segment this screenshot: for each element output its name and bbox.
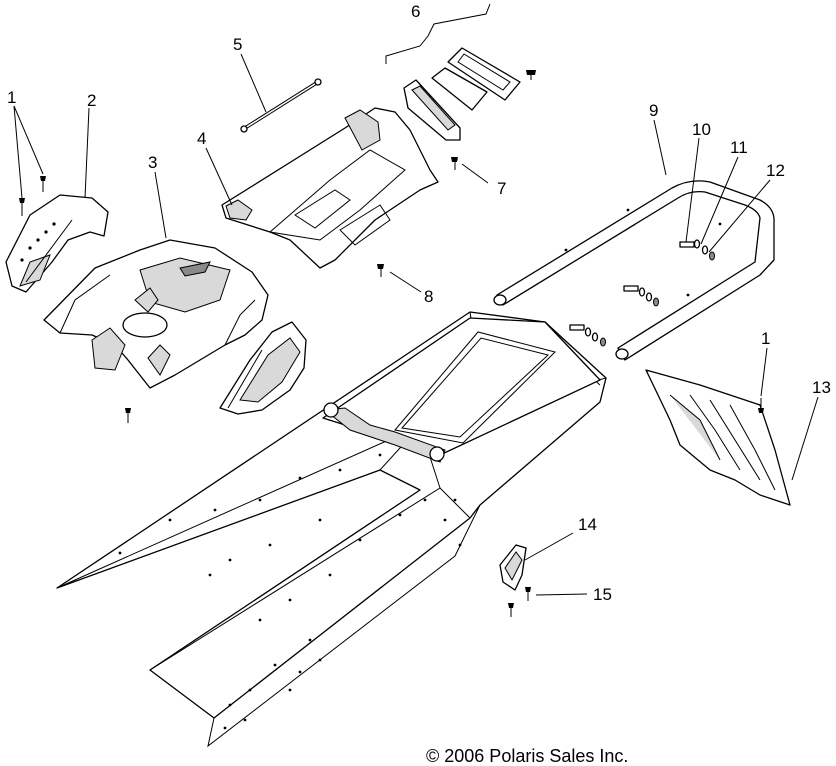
part-14-bracket — [499, 544, 527, 591]
part-7-fastener — [451, 157, 458, 170]
console-fastener — [125, 408, 131, 423]
bolt-washer-sets — [569, 239, 715, 347]
callout-9: 9 — [649, 101, 658, 120]
callout-13: 13 — [812, 378, 831, 397]
callout-1-left: 1 — [7, 88, 16, 107]
part-8-fastener — [377, 264, 384, 277]
callout-1-right: 1 — [761, 329, 770, 348]
copyright-notice: © 2006 Polaris Sales Inc. — [426, 746, 628, 766]
console-side-panel — [219, 321, 307, 415]
callout-4: 4 — [197, 129, 206, 148]
callout-14: 14 — [578, 515, 597, 534]
part-3-console — [43, 239, 269, 389]
callout-7: 7 — [497, 179, 506, 198]
part-13-snowflap — [645, 369, 791, 506]
leader-lines — [13, 3, 819, 596]
callout-5: 5 — [233, 35, 242, 54]
part-6-taillight-assembly — [403, 47, 536, 141]
part-5-gas-strut — [240, 78, 322, 133]
part-9-grab-bar — [493, 180, 775, 361]
part-2-cowl-panel — [5, 194, 109, 293]
callout-11: 11 — [730, 138, 748, 157]
callout-15: 15 — [593, 585, 612, 604]
callout-8: 8 — [424, 287, 433, 306]
part-1-rivets-left — [19, 176, 46, 216]
callout-10: 10 — [692, 120, 711, 139]
callout-2: 2 — [87, 91, 96, 110]
part-15-rivets — [508, 587, 531, 617]
callout-3: 3 — [148, 153, 157, 172]
part-4-seat-shell — [221, 107, 439, 269]
callout-12: 12 — [766, 161, 785, 180]
seat-base-frame — [322, 317, 601, 463]
callout-6: 6 — [411, 2, 420, 21]
callout-labels: 1 2 3 4 5 6 7 8 9 10 11 12 1 13 14 15 — [7, 2, 831, 604]
